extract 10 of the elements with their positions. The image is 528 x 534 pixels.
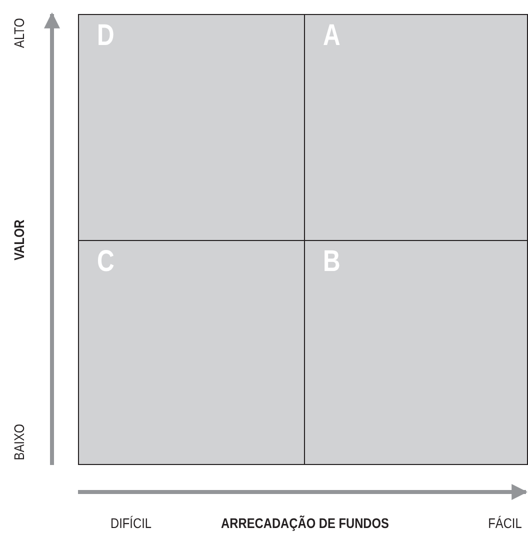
- axis-label: DIFÍCIL: [110, 516, 152, 530]
- quadrant-box: [78, 240, 305, 465]
- quadrant-box: [304, 240, 528, 465]
- quadrant-box: [304, 14, 528, 241]
- axis-label: ARRECADAÇÃO DE FUNDOS: [221, 516, 389, 530]
- axis-label: BAIXO: [12, 424, 26, 460]
- axis-label: VALOR: [12, 220, 26, 260]
- axis-label: FÁCIL: [488, 516, 522, 530]
- quadrant-box: [78, 14, 305, 241]
- axis-label: ALTO: [12, 18, 26, 48]
